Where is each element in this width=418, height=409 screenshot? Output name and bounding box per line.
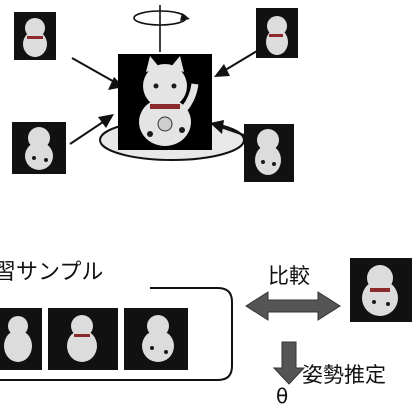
figurine-view-bottom-left	[12, 122, 66, 174]
down-arrow-icon	[272, 341, 306, 385]
view-arrow	[71, 57, 124, 90]
matching-diagram	[0, 258, 412, 385]
theta-label: θ	[276, 384, 289, 408]
samples-frame	[0, 287, 233, 381]
sample-photo	[124, 308, 188, 370]
sample-photo	[48, 308, 118, 370]
sample-photo	[0, 308, 42, 370]
figurine-photo-center	[118, 54, 212, 150]
double-arrow-icon	[245, 291, 341, 321]
rotation-arrow-icon	[133, 5, 190, 52]
compare-label: 比較	[268, 264, 310, 288]
view-arrow	[69, 114, 114, 145]
figurine-view-top-left	[14, 12, 56, 60]
figurine-view-top-right	[256, 8, 298, 58]
training-samples-label: 習サンプル	[0, 260, 104, 285]
figurine-view-bottom-right	[244, 124, 294, 182]
test-image	[350, 258, 412, 322]
acquisition-diagram	[12, 5, 298, 182]
pose-estimation-label: 姿勢推定	[302, 363, 386, 387]
view-arrow	[214, 47, 263, 77]
